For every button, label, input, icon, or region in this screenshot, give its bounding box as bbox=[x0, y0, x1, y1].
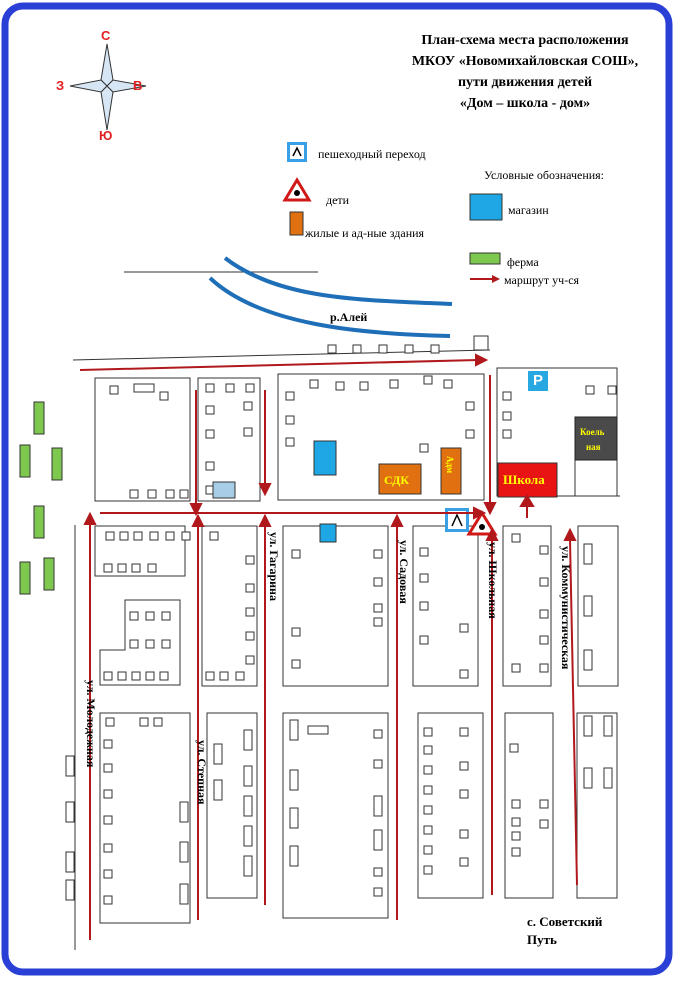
legend-buildings-label: жилые и ад-ные здания bbox=[305, 226, 425, 240]
shop-building-south bbox=[319, 523, 337, 543]
farms bbox=[19, 401, 63, 595]
legend-children-label: дети bbox=[326, 193, 350, 207]
legend-crossing-label: пешеходный переход bbox=[318, 147, 426, 161]
houses bbox=[65, 344, 617, 905]
shop-building-north bbox=[313, 440, 337, 476]
map-title: План-схема места расположения МКОУ «Ново… bbox=[380, 30, 670, 114]
street-gagarina: ул. Гагарина bbox=[267, 532, 281, 601]
boiler-label-1: Коель bbox=[580, 427, 605, 437]
legend-crossing-icon bbox=[287, 142, 307, 162]
sdk-building bbox=[378, 463, 422, 495]
title-line-2: МКОУ «Новомихайловская СОШ», bbox=[411, 54, 639, 69]
legend-route-icon bbox=[470, 275, 500, 283]
legend-route-label: маршрут уч-ся bbox=[504, 273, 580, 287]
school-building bbox=[497, 462, 558, 498]
legend-farm-label: ферма bbox=[507, 255, 539, 269]
children-warning-icon bbox=[466, 510, 498, 536]
compass-rose-icon bbox=[69, 43, 147, 131]
legend-building-icon bbox=[289, 211, 304, 236]
main-road bbox=[72, 335, 491, 361]
boiler-building bbox=[574, 416, 618, 461]
school-label: Школа bbox=[503, 472, 545, 487]
parking-sign-icon bbox=[528, 371, 548, 391]
legend-farm-icon bbox=[469, 252, 501, 265]
boiler-label-2: ная bbox=[586, 442, 601, 452]
city-blocks bbox=[74, 367, 620, 950]
light-blue-building bbox=[212, 481, 236, 499]
river-alei bbox=[124, 256, 453, 338]
sdk-label: СДК bbox=[384, 473, 410, 487]
legend-shop-icon bbox=[469, 193, 503, 221]
compass-south-label: Ю bbox=[99, 128, 113, 143]
legend-heading: Условные обозначения: bbox=[484, 168, 605, 182]
village-label-1: с. Советский bbox=[527, 914, 603, 929]
compass-east-label: В bbox=[133, 78, 143, 93]
title-line-1: План-схема места расположения bbox=[421, 33, 629, 48]
street-kommunisticheskaya: ул. Коммунистическая bbox=[559, 546, 573, 670]
legend-children-icon bbox=[282, 177, 312, 202]
admin-label: Адм bbox=[445, 456, 455, 474]
parking-label: P bbox=[533, 372, 544, 389]
street-shkolnaya: ул. Школьная bbox=[486, 542, 500, 619]
street-molodezhnaya: ул. Молодежная bbox=[84, 680, 98, 768]
title-line-3: пути движения детей bbox=[457, 75, 593, 90]
compass-north-label: С bbox=[101, 28, 111, 43]
river-label: р.Алей bbox=[330, 310, 368, 324]
street-stepnaya: ул. Степная bbox=[195, 740, 209, 805]
pedestrian-crossing-icon bbox=[445, 508, 469, 532]
title-line-4: «Дом – школа - дом» bbox=[459, 96, 591, 111]
student-routes bbox=[79, 353, 578, 940]
village-label-2: Путь bbox=[527, 932, 557, 947]
map-frame bbox=[1, 2, 673, 976]
compass-west-label: З bbox=[56, 78, 65, 93]
street-sadovaya: ул. Садовая bbox=[397, 540, 411, 604]
legend-shop-label: магазин bbox=[508, 203, 549, 217]
admin-building bbox=[440, 447, 462, 495]
